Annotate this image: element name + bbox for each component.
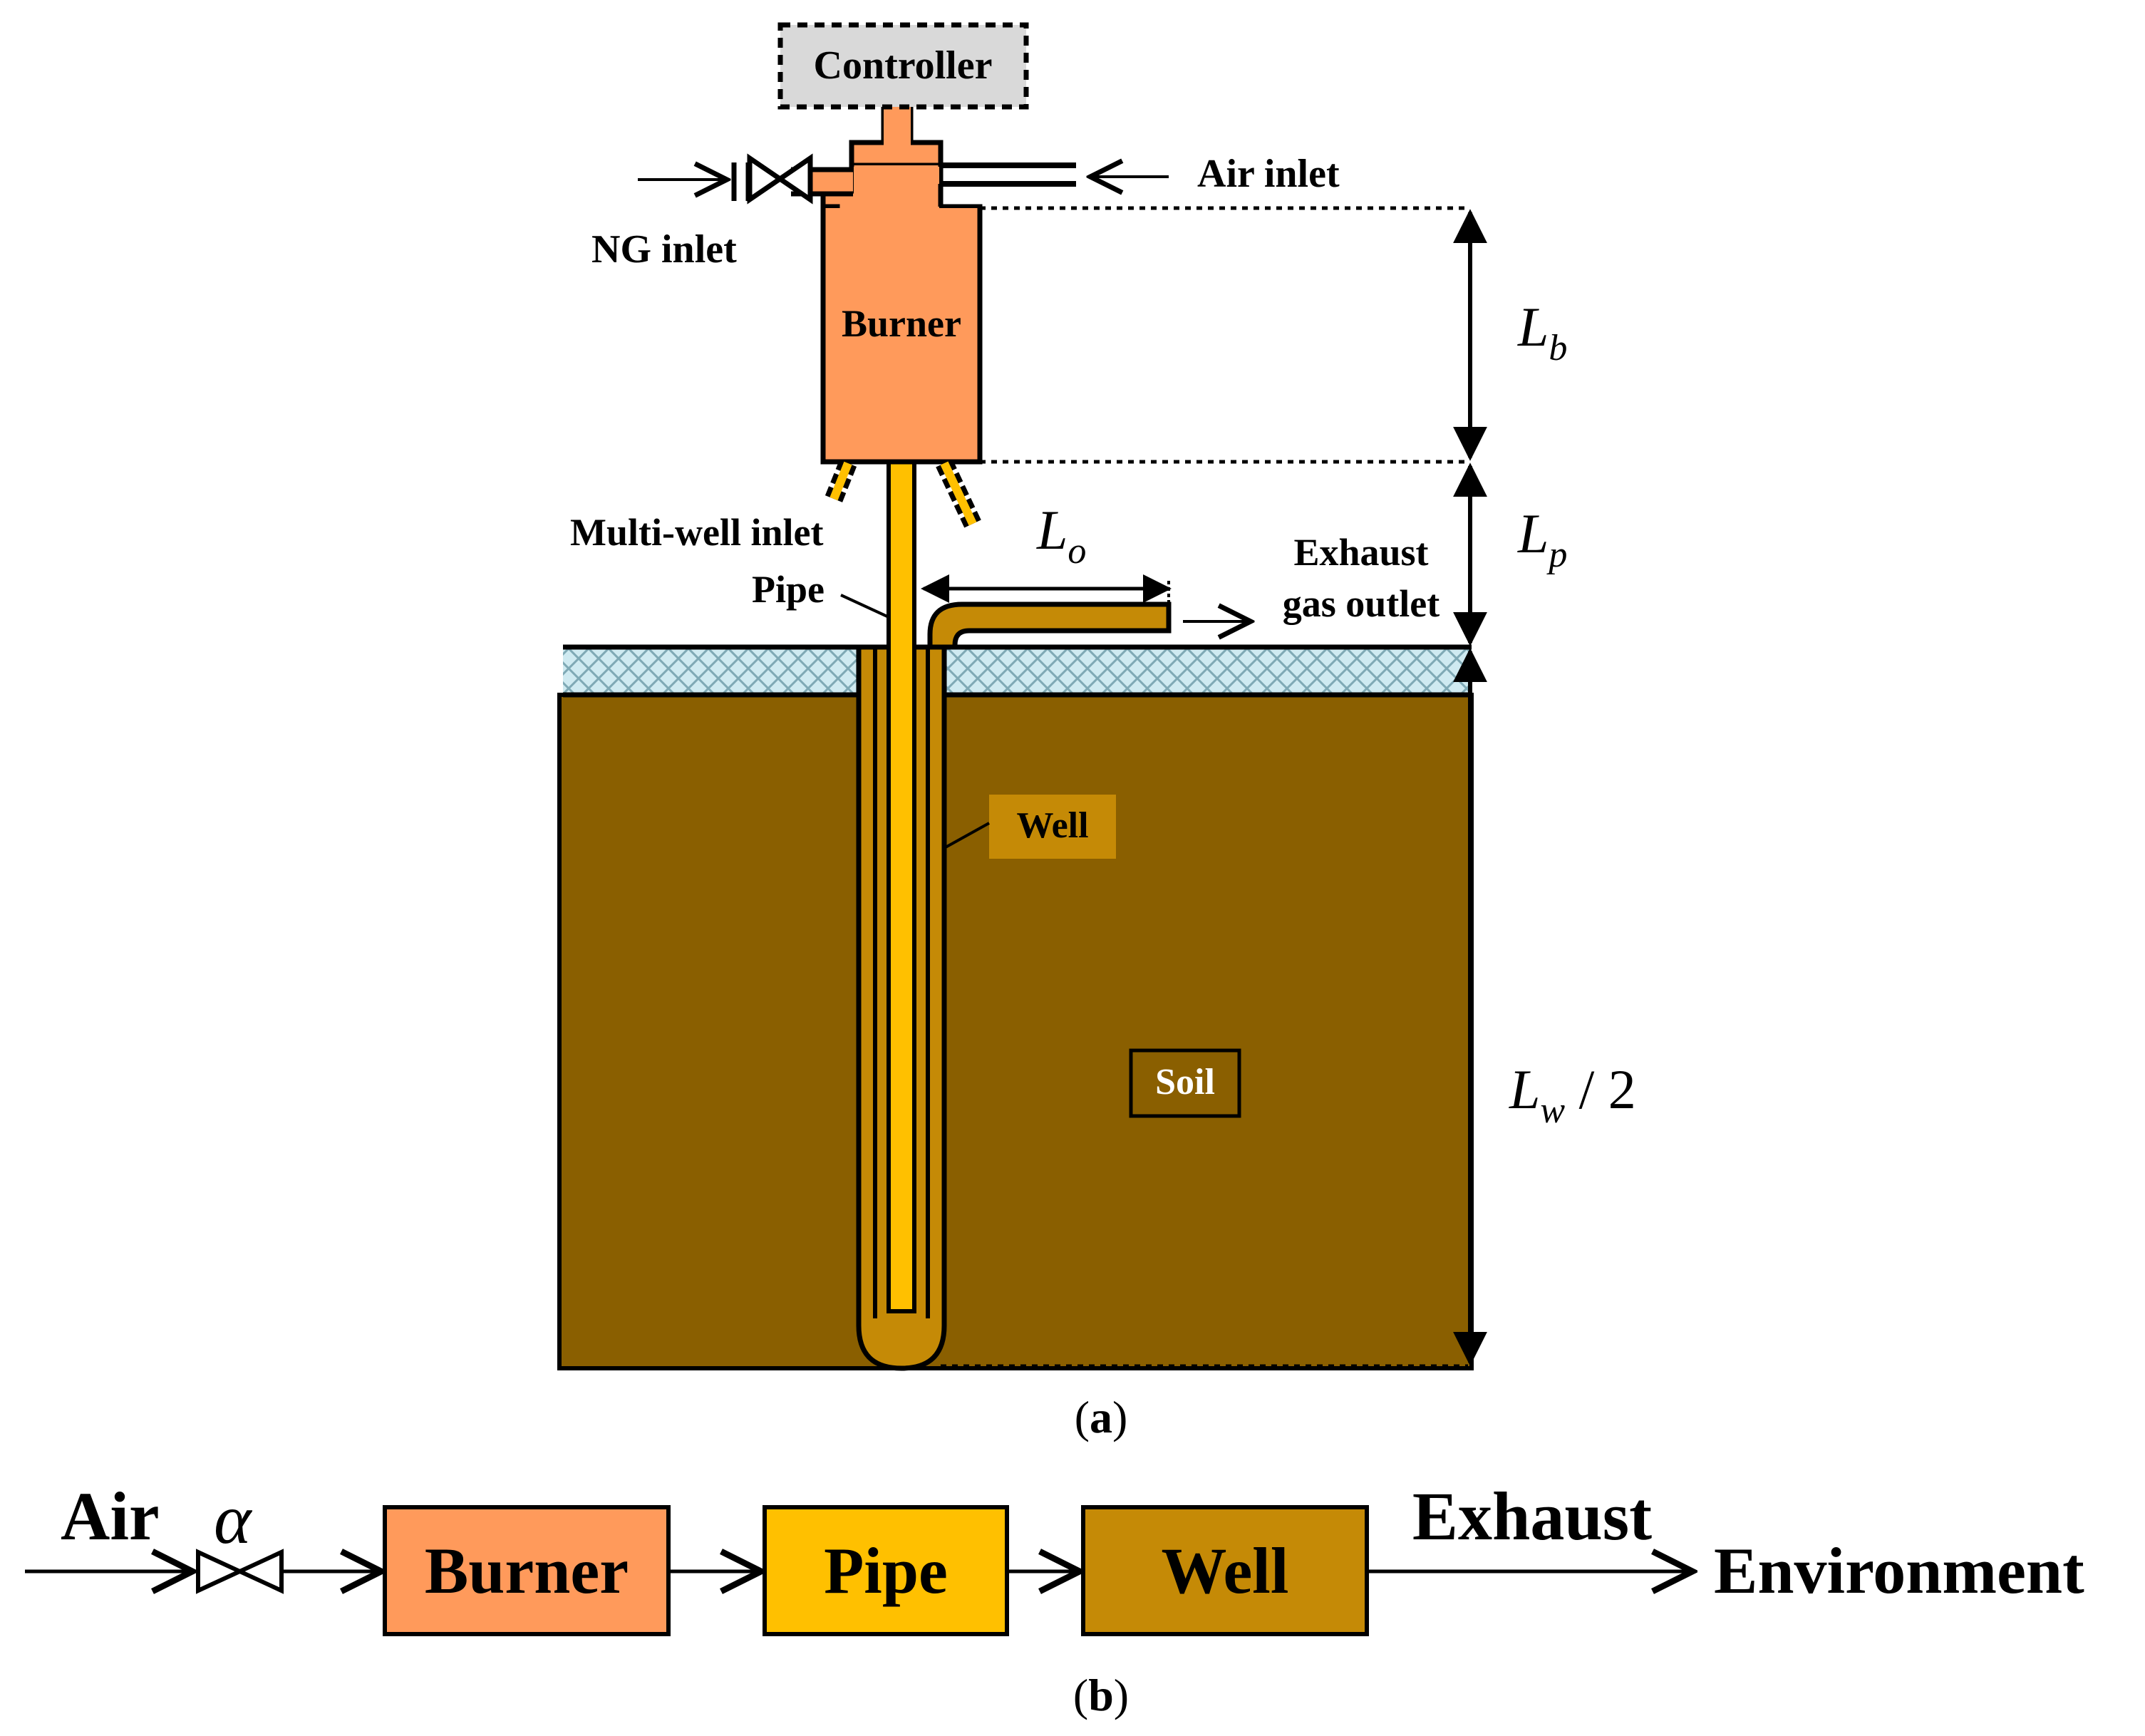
flow-burner-box	[383, 1505, 671, 1636]
ng-valve-icon	[731, 153, 813, 205]
dim-lo-label: Lo	[1036, 499, 1086, 572]
dim-lw-label: Lw / 2	[1509, 1058, 1636, 1131]
soil-label-box	[1129, 1048, 1241, 1118]
exhaust-label-line1: Exhaust	[1293, 531, 1428, 574]
multi-well-inlet-legs	[825, 459, 981, 528]
air-inlet-label: Air inlet	[1197, 152, 1340, 196]
dim-lp-label: Lp	[1517, 502, 1567, 575]
flow-alpha-label: α	[214, 1479, 253, 1559]
dim-lb-label: Lb	[1517, 296, 1567, 368]
multi-well-inlet-label: Multi-well inlet	[570, 511, 823, 554]
ground-strip	[563, 647, 1472, 694]
burner-label: Burner	[842, 302, 961, 345]
exhaust-outlet-pipe	[927, 601, 1172, 650]
exhaust-label-line2: gas outlet	[1283, 582, 1440, 625]
caption-a: (a)	[1075, 1392, 1128, 1442]
flow-air-label: Air	[61, 1478, 160, 1554]
well-leader-line	[944, 822, 990, 849]
flow-burner-label: Burner	[425, 1534, 629, 1607]
flow-environment-label: Environment	[1714, 1534, 2084, 1607]
inner-pipe	[887, 454, 916, 1313]
controller-box	[777, 22, 1029, 110]
panel-b: Air α Burner Pipe Well Exhaust Environme…	[25, 1478, 2084, 1720]
pipe-label: Pipe	[752, 568, 825, 611]
flow-exhaust-label: Exhaust	[1412, 1478, 1652, 1554]
flow-pipe-label: Pipe	[824, 1534, 948, 1607]
panel-a: Controller Air inlet NG inlet Burner Mul…	[557, 22, 1636, 1442]
ng-inlet-label: NG inlet	[591, 227, 737, 272]
well-label: Well	[1016, 805, 1088, 846]
soil-label: Soil	[1155, 1062, 1215, 1102]
pipe-leader-line	[840, 594, 888, 618]
controller-label: Controller	[814, 43, 993, 88]
flow-well-label: Well	[1162, 1534, 1289, 1607]
well-label-box	[989, 795, 1116, 859]
flow-valve-icon	[196, 1549, 284, 1594]
caption-b: (b)	[1073, 1670, 1129, 1720]
